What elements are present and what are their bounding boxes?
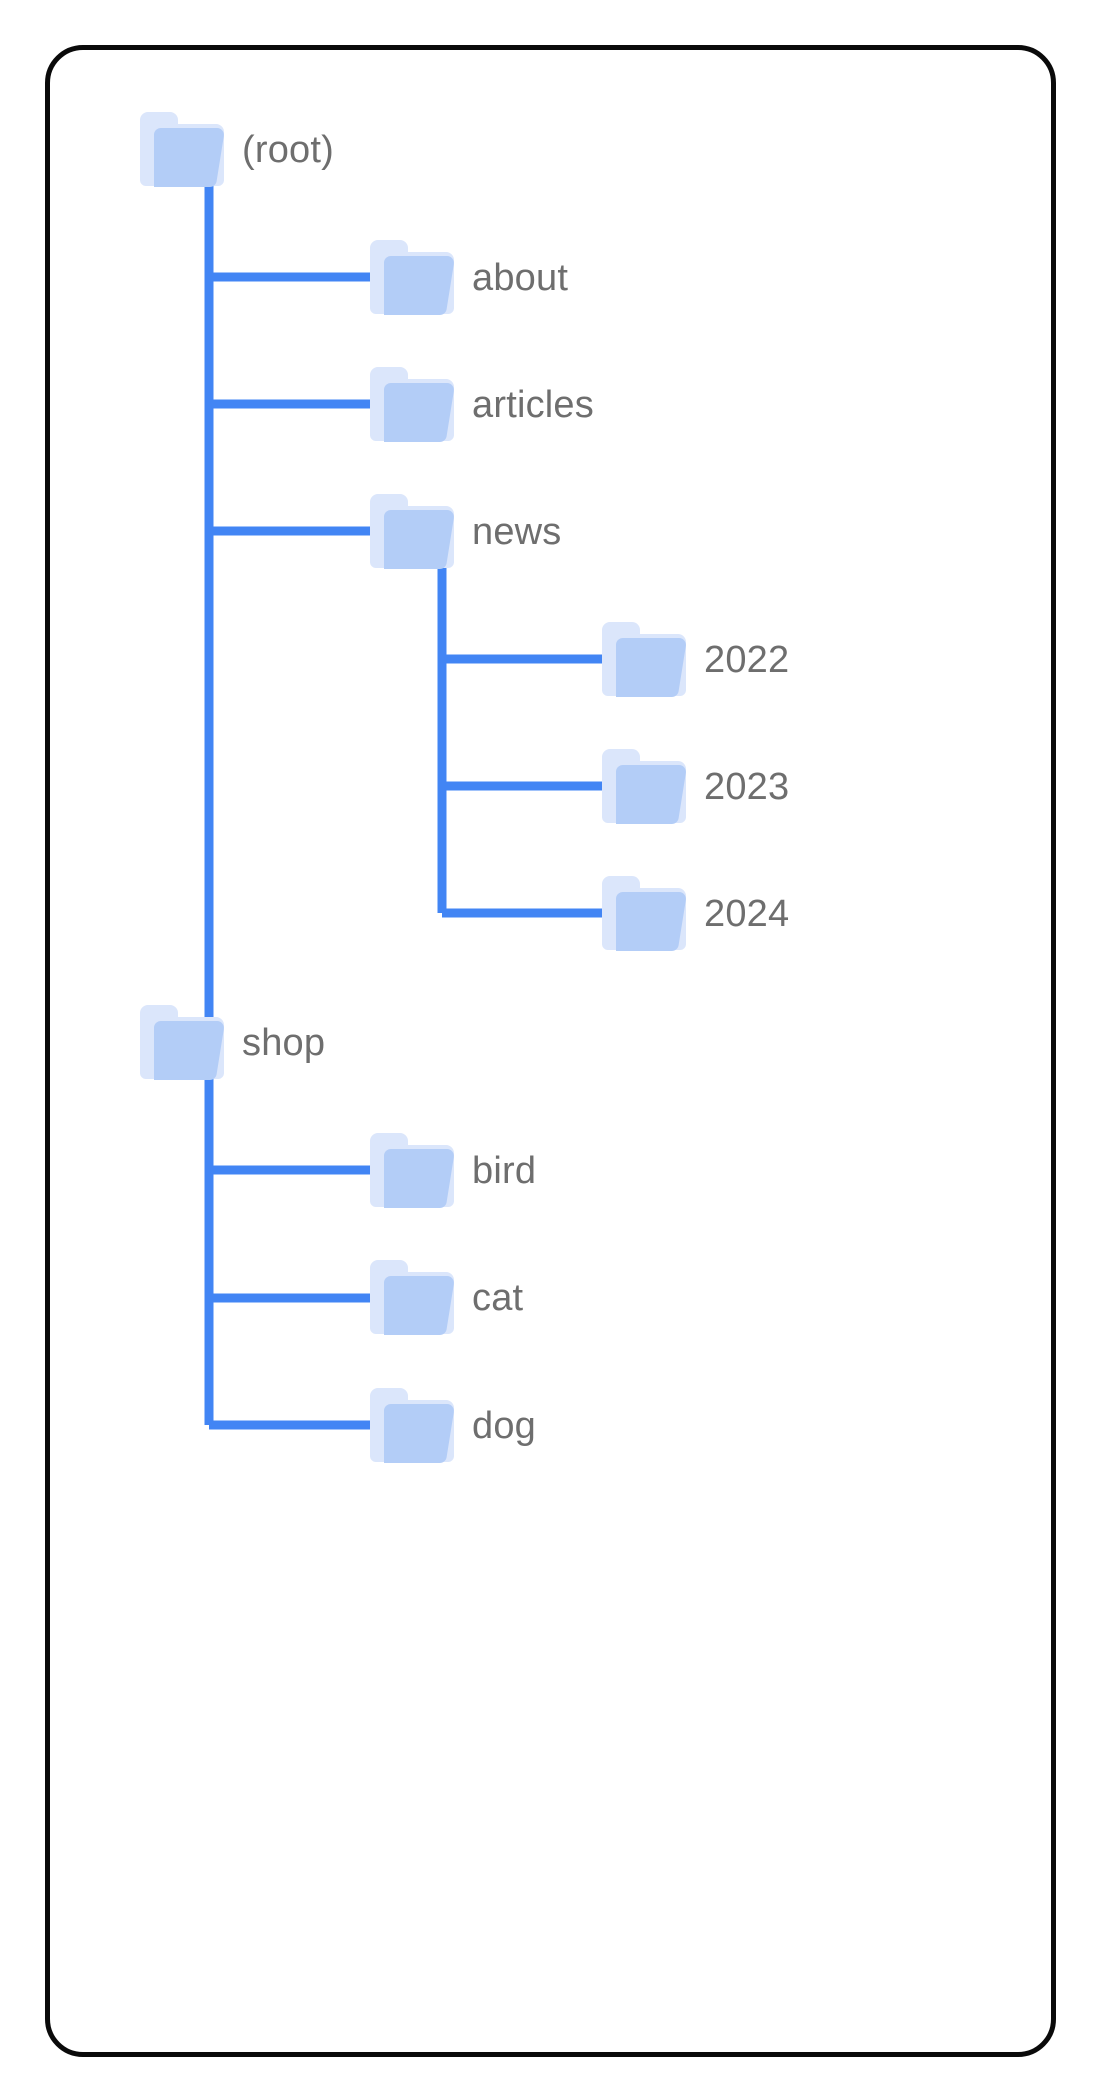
tree-node-news-2024[interactable]: 2024: [602, 872, 789, 956]
tree-node-label: about: [472, 257, 569, 299]
folder-icon: [370, 363, 454, 447]
tree-node-label: 2023: [704, 766, 790, 808]
tree-node-label: (root): [242, 129, 334, 171]
folder-icon: [370, 1384, 454, 1468]
folder-icon: [140, 108, 224, 192]
tree-node-label: shop: [242, 1022, 326, 1064]
tree-node-shop-dog[interactable]: dog: [370, 1384, 536, 1468]
tree-node-shop-cat[interactable]: cat: [370, 1256, 523, 1340]
tree-node-shop-bird[interactable]: bird: [370, 1129, 536, 1213]
folder-icon: [370, 236, 454, 320]
folder-icon: [140, 1001, 224, 1085]
folder-icon: [602, 618, 686, 702]
tree-node-label: 2024: [704, 893, 790, 935]
tree-node-label: cat: [472, 1277, 524, 1319]
folder-icon: [602, 872, 686, 956]
tree-node-label: articles: [472, 384, 594, 426]
folder-icon: [370, 490, 454, 574]
tree-node-label: bird: [472, 1150, 537, 1192]
tree-node-news-2023[interactable]: 2023: [602, 745, 789, 829]
tree-node-label: news: [472, 511, 562, 553]
tree-node-shop[interactable]: shop: [140, 1001, 325, 1085]
folder-icon: [370, 1129, 454, 1213]
tree-node-root[interactable]: (root): [140, 108, 334, 192]
folder-icon: [602, 745, 686, 829]
tree-node-news-2022[interactable]: 2022: [602, 618, 789, 702]
folder-icon: [370, 1256, 454, 1340]
tree-node-label: 2022: [704, 639, 790, 681]
tree-node-news[interactable]: news: [370, 490, 562, 574]
tree-node-label: dog: [472, 1405, 537, 1447]
tree-node-articles[interactable]: articles: [370, 363, 594, 447]
tree-node-about[interactable]: about: [370, 236, 568, 320]
